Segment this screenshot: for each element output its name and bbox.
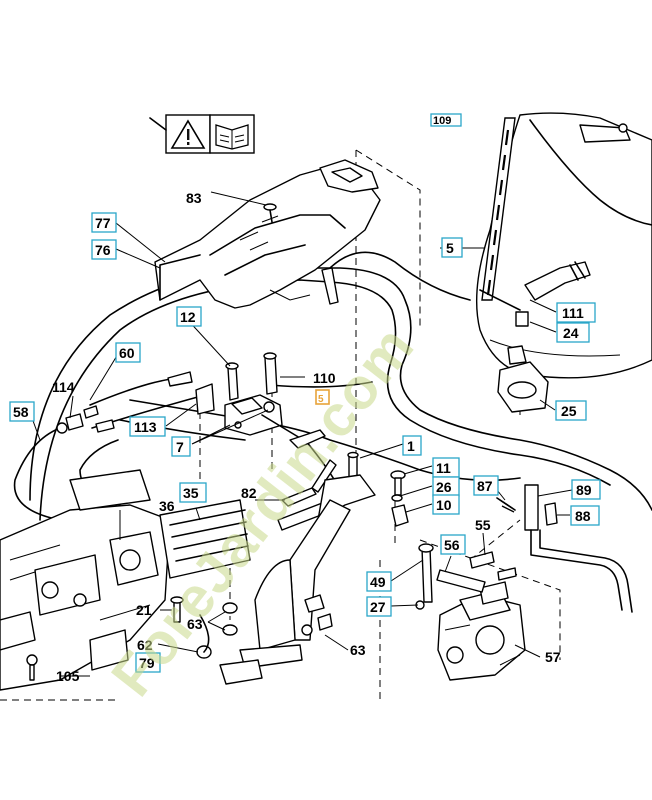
highlight-marker	[315, 389, 330, 405]
label-89: 89	[576, 482, 592, 498]
pedal-frame	[219, 451, 376, 685]
label-82: 82	[241, 485, 257, 501]
label-60: 60	[119, 345, 135, 361]
label-63-right: 63	[350, 642, 366, 658]
dashboard-shroud	[154, 159, 381, 309]
label-24: 24	[563, 325, 579, 341]
label-25: 25	[561, 403, 577, 419]
label-12: 12	[180, 309, 196, 325]
warning-triangle-icon	[165, 114, 211, 154]
screw-83	[263, 203, 277, 223]
shift-rod	[524, 484, 633, 613]
label-11: 11	[436, 460, 451, 476]
small-hardware	[26, 596, 238, 681]
label-110: 110	[313, 370, 336, 386]
label-76: 76	[95, 242, 111, 258]
steering-block-7	[195, 352, 301, 439]
label-1: 1	[407, 438, 415, 454]
label-62: 62	[137, 637, 153, 653]
label-111: 111	[562, 305, 584, 321]
boxed-labels: 5 111 24 25 77 76 12 60 58 113 7 1 11 26…	[9, 212, 601, 673]
label-49: 49	[370, 574, 386, 590]
label-87: 87	[477, 478, 493, 494]
label-113: 113	[134, 419, 157, 435]
label-58: 58	[13, 404, 29, 420]
label-105: 105	[56, 668, 80, 684]
icon-leader	[149, 117, 167, 131]
label-55: 55	[475, 517, 491, 533]
label-26: 26	[436, 479, 452, 495]
label-5: 5	[446, 240, 454, 256]
plain-labels: 83 110 114 36 82 55 21 63 62 63 57 105	[52, 190, 561, 684]
label-35: 35	[183, 485, 199, 501]
seat-assembly	[475, 112, 652, 413]
label-83: 83	[186, 190, 202, 206]
linkage-parts	[390, 470, 517, 610]
label-88: 88	[575, 508, 591, 524]
label-77: 77	[95, 215, 111, 231]
engine	[0, 469, 171, 691]
label-63-left: 63	[187, 616, 203, 632]
label-79: 79	[139, 655, 155, 671]
label-21: 21	[136, 602, 152, 618]
transmission	[437, 581, 526, 681]
label-109: 109	[433, 115, 451, 127]
manual-book-icon	[209, 114, 255, 154]
label-27: 27	[370, 599, 386, 615]
seat-rail	[481, 117, 516, 301]
throttle-cable	[13, 371, 373, 521]
label-7: 7	[176, 439, 184, 455]
leader-lines	[31, 191, 573, 677]
heat-shield	[159, 499, 251, 579]
label-114: 114	[52, 379, 75, 395]
label-36: 36	[159, 498, 175, 514]
label-10: 10	[436, 497, 452, 513]
highlight-marker-label: 5	[318, 394, 324, 405]
label-box-109	[430, 113, 462, 127]
label-56: 56	[444, 537, 460, 553]
label-57: 57	[545, 649, 561, 665]
